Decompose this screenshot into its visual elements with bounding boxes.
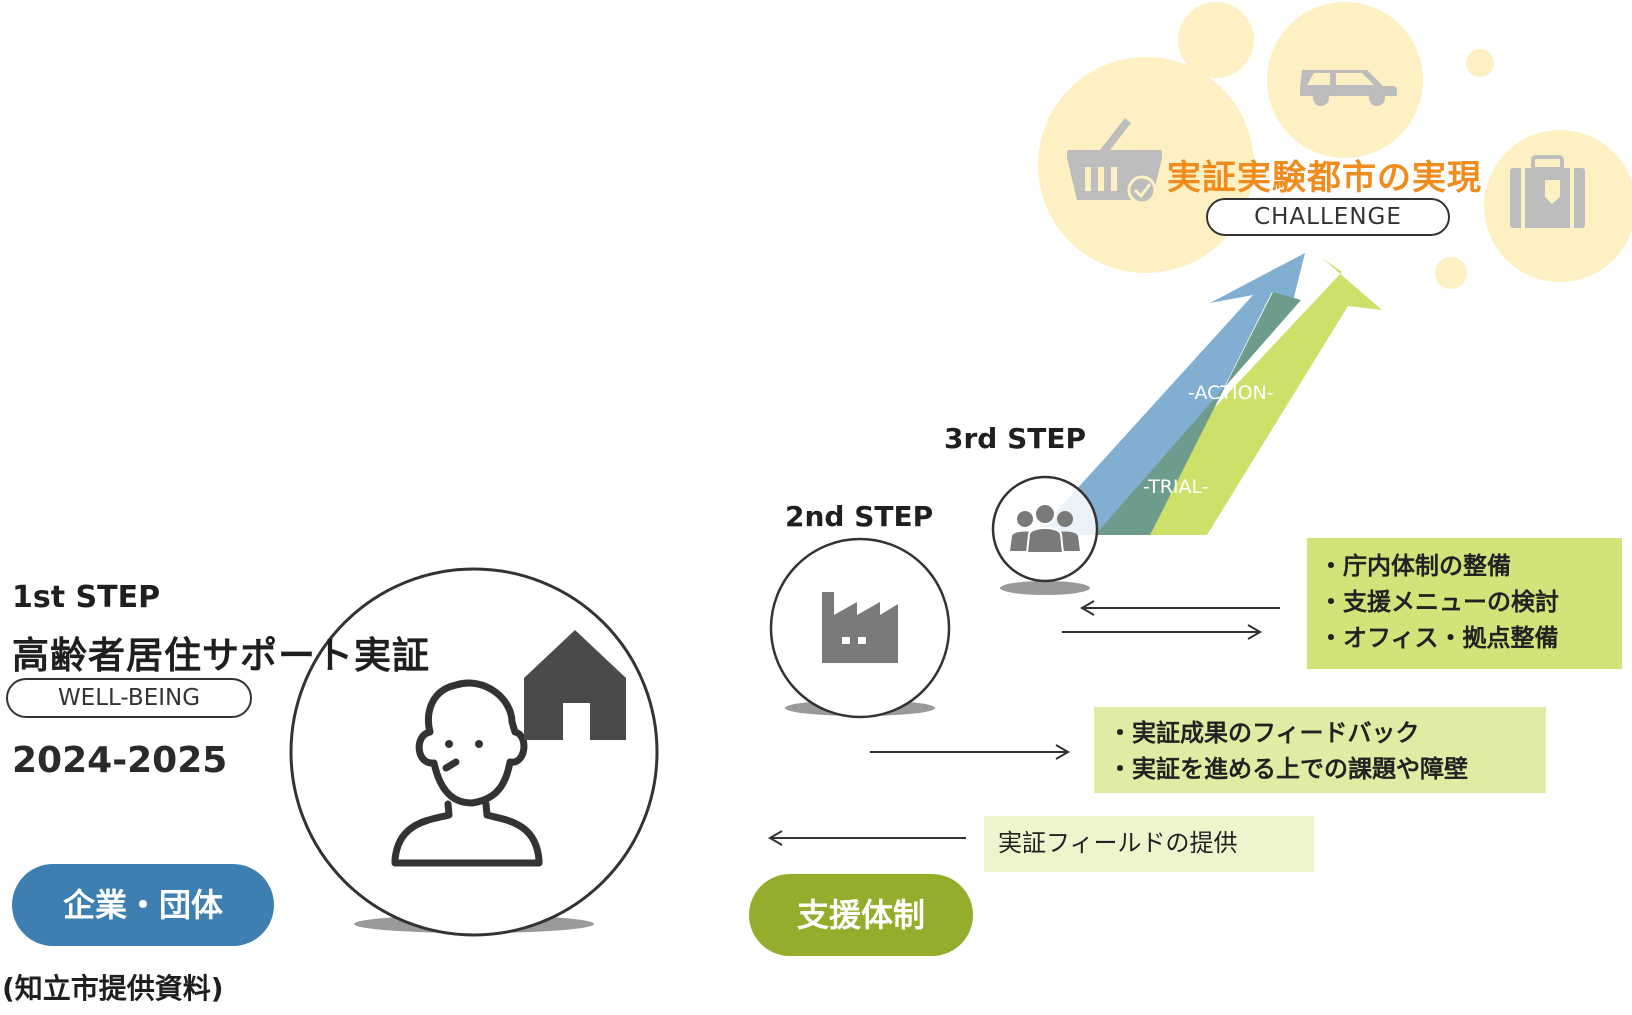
box-item: 実証フィールドの提供 — [998, 829, 1238, 857]
step3-label: 3rd STEP — [944, 422, 1086, 455]
step1-circle — [289, 567, 659, 937]
group-icon — [1010, 503, 1080, 554]
field-box: 実証フィールドの提供 — [984, 816, 1314, 872]
step3-shadow — [1000, 581, 1090, 595]
support-pill: 支援体制 — [749, 874, 973, 956]
factory-icon — [822, 592, 898, 663]
person-icon — [391, 679, 543, 867]
wellbeing-tag: WELL-BEING — [6, 678, 252, 718]
challenge-tag: CHALLENGE — [1206, 198, 1450, 236]
step2-label: 2nd STEP — [785, 500, 934, 533]
companies-pill: 企業・団体 — [12, 864, 274, 946]
trial-label: -TRIAL- — [1143, 476, 1209, 498]
suitcase-icon — [1510, 155, 1585, 228]
person-eye-right — [475, 740, 483, 748]
person-eye-left — [445, 740, 453, 748]
house-icon — [524, 630, 626, 740]
box-item: ・支援メニューの検討 — [1319, 588, 1559, 616]
goal-title: 実証実験都市の実現 — [1167, 158, 1482, 198]
step1-label: 1st STEP — [12, 580, 161, 615]
progress-arrows — [1035, 253, 1382, 535]
feedback-box: ・実証成果のフィードバック ・実証を進める上での課題や障壁 — [1094, 707, 1546, 793]
box-item: ・実証成果のフィードバック — [1108, 719, 1420, 747]
step1-title: 高齢者居住サポート実証 — [12, 634, 430, 677]
box-item: ・オフィス・拠点整備 — [1319, 624, 1559, 652]
action-label: -ACTION- — [1188, 382, 1274, 404]
car-icon — [1300, 70, 1397, 106]
step1-years: 2024-2025 — [12, 740, 228, 781]
source-note: (知立市提供資料) — [2, 972, 224, 1005]
box-item: ・庁内体制の整備 — [1319, 552, 1511, 580]
goal-bubbles — [1038, 2, 1632, 289]
connector-arrows — [768, 600, 1280, 846]
box-item: ・実証を進める上での課題や障壁 — [1108, 755, 1468, 783]
basket-icon — [1067, 118, 1162, 205]
internal-system-box: ・庁内体制の整備 ・支援メニューの検討 ・オフィス・拠点整備 — [1307, 538, 1622, 669]
